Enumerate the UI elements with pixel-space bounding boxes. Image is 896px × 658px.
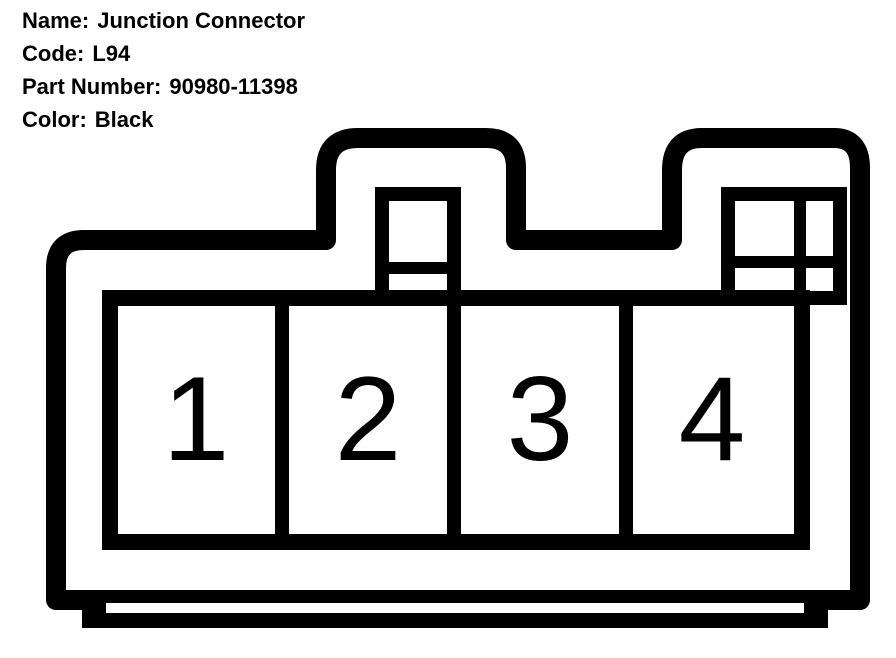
code-value: L94 (92, 41, 131, 66)
name-label: Name: (22, 8, 90, 33)
pin-number-4: 4 (679, 352, 746, 486)
color-value: Black (94, 107, 154, 132)
color-label: Color: (22, 107, 87, 132)
base-bar-inner (106, 603, 804, 613)
code-label: Code: (22, 41, 85, 66)
part-number-label: Part Number: (22, 74, 162, 99)
housing-outline (46, 128, 870, 610)
part-number-row: Part Number: 90980-11398 (22, 70, 305, 103)
name-value: Junction Connector (97, 8, 306, 33)
code-row: Code: L94 (22, 37, 305, 70)
pin-number-2: 2 (335, 352, 402, 486)
pin-number-3: 3 (507, 352, 574, 486)
right-lock-tab (721, 187, 847, 305)
pin-number-1: 1 (163, 352, 230, 486)
left-lock-tab (375, 187, 461, 305)
part-number-value: 90980-11398 (169, 74, 298, 99)
color-row: Color: Black (22, 103, 305, 136)
connector-info: Name: Junction Connector Code: L94 Part Nu… (22, 4, 305, 136)
name-row: Name: Junction Connector (22, 4, 305, 37)
